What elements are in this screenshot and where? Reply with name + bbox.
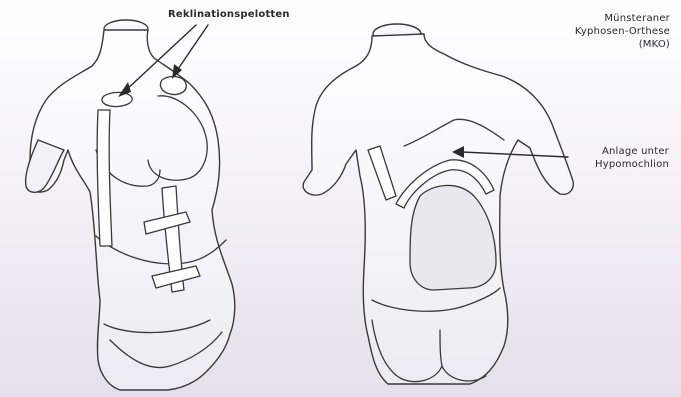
label-anlage-line-2: Hypomochlion (595, 158, 669, 171)
front-torso-body (26, 30, 235, 390)
front-torso (26, 20, 235, 390)
label-anlage-line-1: Anlage unter (595, 145, 669, 158)
front-reclination-pad-left (102, 92, 132, 106)
label-reklinationspelotten: Reklinationspelotten (168, 8, 290, 21)
pointer-reklination-2 (176, 25, 208, 72)
label-anlage: Anlage unter Hypomochlion (595, 145, 669, 171)
label-mko-line-3: (MKO) (575, 38, 670, 51)
label-mko: Münsteraner Kyphosen-Orthese (MKO) (575, 12, 670, 51)
front-reclination-pad-right (160, 77, 186, 95)
front-brace-side-bar-left (97, 110, 112, 246)
label-mko-line-2: Kyphosen-Orthese (575, 25, 670, 38)
label-mko-line-1: Münsteraner (575, 12, 670, 25)
